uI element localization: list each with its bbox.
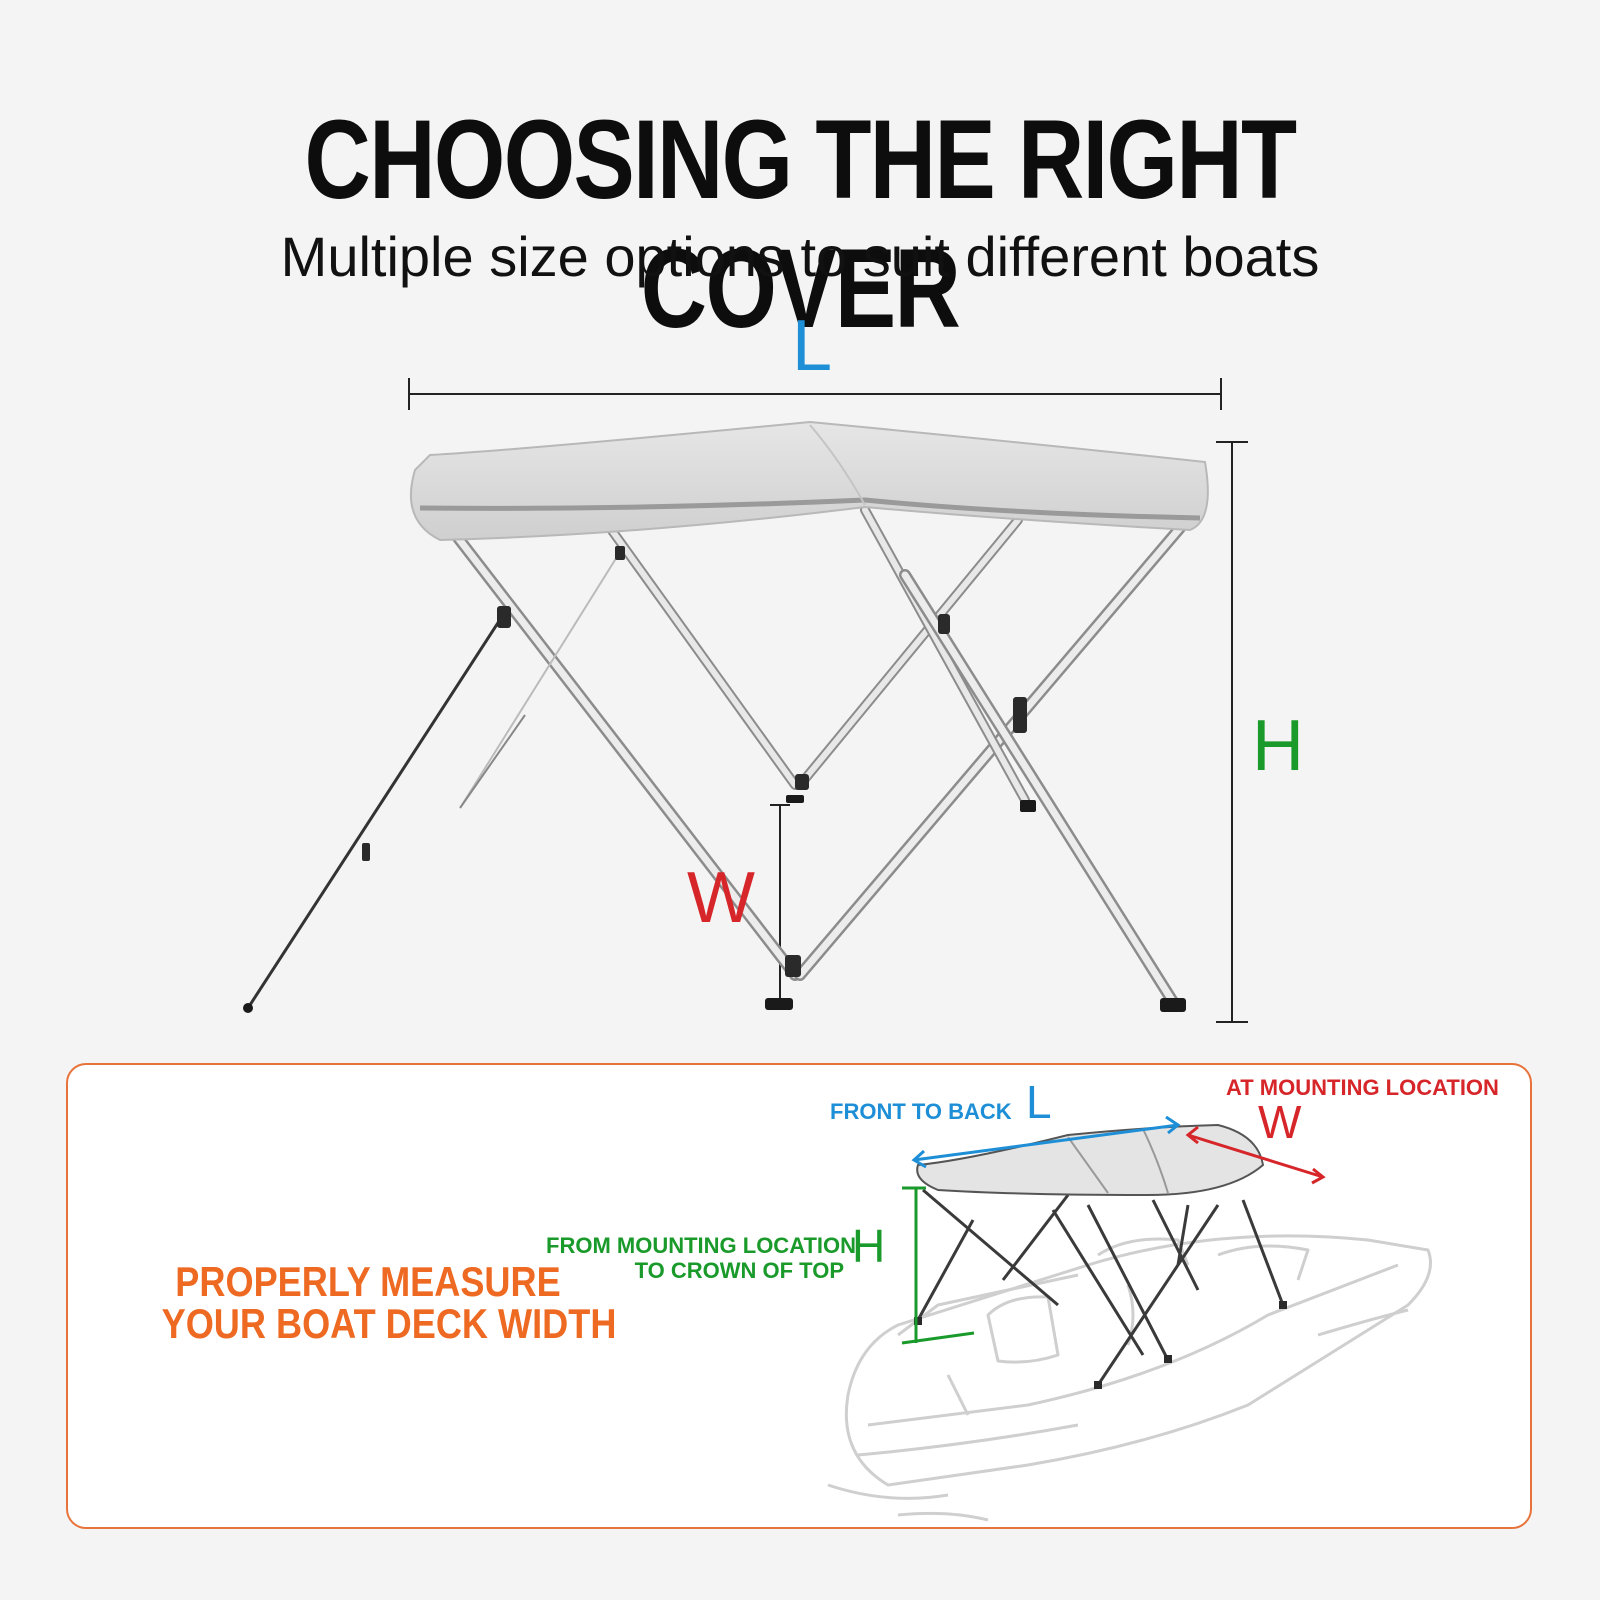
width-label: W	[687, 858, 755, 938]
canvas-top	[409, 420, 1209, 542]
measure-heading: PROPERLY MEASURE YOUR BOAT DECK WIDTH	[161, 1258, 617, 1347]
page-title: CHOOSING THE RIGHT COVER	[304, 97, 1298, 351]
support-straps	[246, 551, 621, 1009]
height-desc-line2: TO CROWN OF TOP	[634, 1258, 844, 1283]
height-label: H	[1252, 706, 1304, 786]
front-to-back-label: FRONT TO BACK	[830, 1099, 1012, 1124]
small-height-bracket	[901, 1186, 975, 1345]
small-frame-mounts	[914, 1301, 1287, 1389]
frame-poles	[446, 505, 1186, 1011]
small-length-arrow	[911, 1115, 1181, 1169]
small-width-arrow	[1185, 1125, 1326, 1185]
page-subtitle: Multiple size options to suit different …	[280, 225, 1320, 288]
measure-heading-line1: PROPERLY MEASURE	[175, 1258, 561, 1305]
length-label: L	[792, 306, 833, 386]
small-height-label: H	[852, 1220, 886, 1272]
boat-sketch	[827, 1234, 1432, 1522]
small-width-label: W	[1258, 1096, 1302, 1148]
measure-heading-line2: YOUR BOAT DECK WIDTH	[161, 1300, 617, 1347]
length-dimension-line	[408, 378, 1222, 410]
frame-joints	[362, 546, 1027, 977]
small-bimini-frame	[916, 1188, 1285, 1386]
measurement-info-panel: PROPERLY MEASURE YOUR BOAT DECK WIDTH FR…	[66, 1063, 1532, 1529]
small-canvas-top	[916, 1123, 1265, 1197]
deck-mounts	[243, 795, 1186, 1013]
boat-measurement-diagram	[827, 1115, 1432, 1522]
height-desc-line1: FROM MOUNTING LOCATION	[546, 1233, 856, 1258]
bimini-top-illustration	[243, 378, 1248, 1023]
height-dimension-line	[1216, 441, 1248, 1023]
mounting-location-label: AT MOUNTING LOCATION	[1226, 1075, 1499, 1100]
small-length-label: L	[1026, 1076, 1052, 1128]
